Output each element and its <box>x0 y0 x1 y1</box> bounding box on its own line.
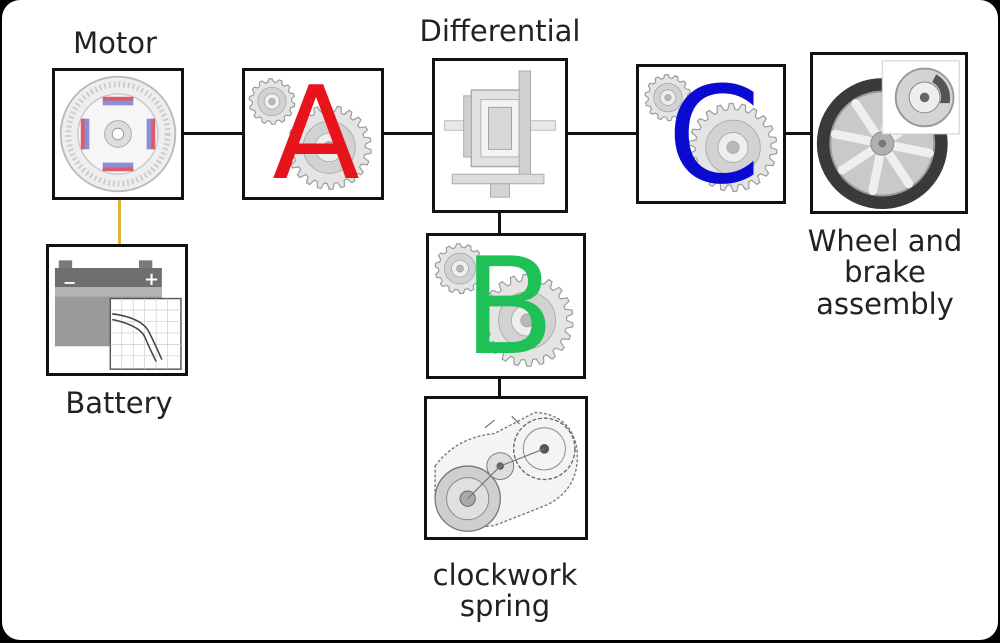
wheel-label: Wheel and brake assembly <box>798 224 972 321</box>
battery-minus-symbol: − <box>63 273 77 292</box>
gear-label-c: C <box>667 64 761 204</box>
differential-box <box>432 58 568 213</box>
shaft-differential-c <box>566 132 638 135</box>
battery-icon <box>54 260 182 370</box>
gearbox-a: A <box>242 68 384 200</box>
differential-label: Differential <box>419 14 581 48</box>
gear-label-a: A <box>272 68 360 200</box>
battery-label: Battery <box>65 386 173 420</box>
motor-icon <box>59 75 177 193</box>
battery-box: − + <box>46 244 188 376</box>
shaft-c-wheel <box>784 132 812 135</box>
shaft-b-spring <box>498 377 501 397</box>
shaft-differential-b <box>498 211 501 235</box>
gear-label-b: B <box>463 233 555 379</box>
motor-label: Motor <box>73 26 157 60</box>
gearbox-b: B <box>426 233 586 379</box>
differential-icon <box>444 70 556 198</box>
wire-battery-motor <box>118 198 121 246</box>
motor-box <box>52 68 184 200</box>
gears-icon <box>644 74 778 193</box>
wheel-box <box>810 52 968 214</box>
gears-icon <box>248 78 372 190</box>
clockwork-spring-box <box>424 396 588 540</box>
clockwork-spring-icon <box>434 411 578 532</box>
gearbox-c: C <box>636 64 786 204</box>
gears-icon <box>434 243 574 368</box>
wheel-label-line1: Wheel and <box>807 224 963 258</box>
wheel-icon <box>816 60 960 210</box>
spring-label: clockwork spring <box>412 558 598 624</box>
spring-label-line2: spring <box>459 589 551 624</box>
spring-label-line1: clockwork <box>432 558 578 592</box>
wheel-label-line3: assembly <box>816 286 954 321</box>
shaft-a-differential <box>382 132 434 135</box>
shaft-motor-a <box>182 132 244 135</box>
battery-plus-symbol: + <box>144 269 160 290</box>
wheel-label-line2: brake <box>844 255 926 290</box>
